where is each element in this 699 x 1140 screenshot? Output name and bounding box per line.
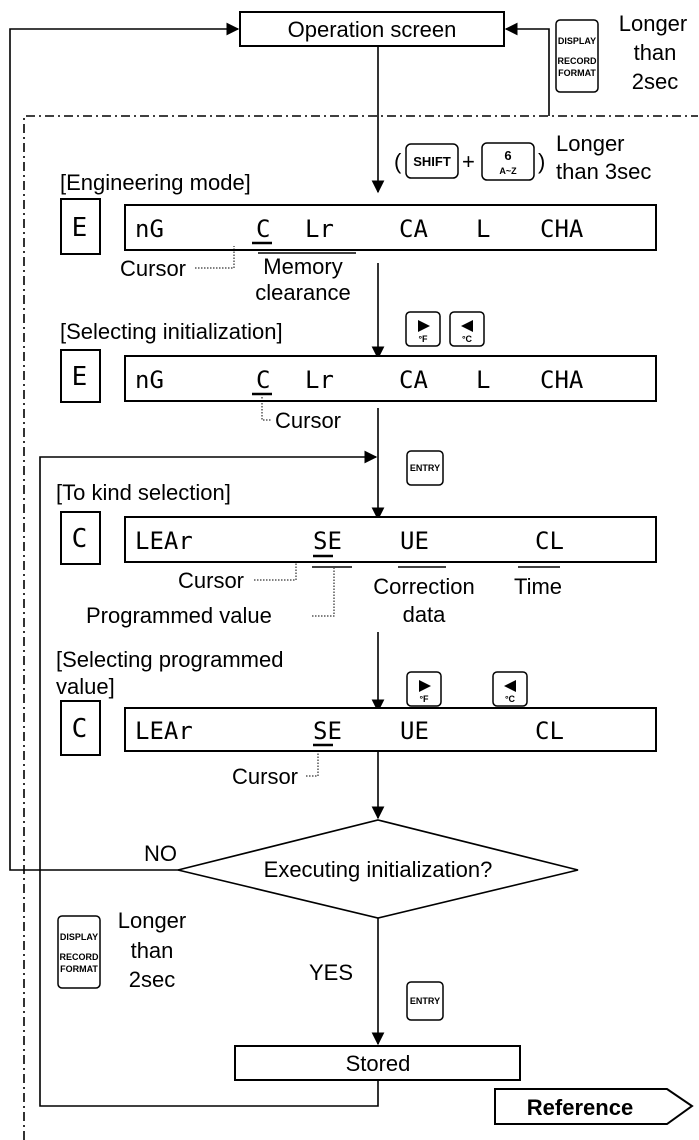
svg-text:C: C — [256, 215, 270, 243]
2sec-label-bottom: 2sec — [129, 967, 175, 992]
svg-text:CA: CA — [399, 366, 428, 394]
svg-text:CA: CA — [399, 215, 428, 243]
svg-text:Lr: Lr — [305, 215, 334, 243]
no-label: NO — [144, 841, 177, 866]
svg-text:E: E — [72, 362, 89, 392]
reference-tag[interactable]: Reference — [494, 1088, 694, 1125]
display-return-line — [504, 22, 550, 116]
svg-text:CHA: CHA — [540, 366, 584, 394]
selecting-init-title: [Selecting initialization] — [60, 319, 283, 344]
lcd-mode-C-2: C — [60, 700, 101, 756]
left-arrow-key-2: °C — [492, 671, 528, 707]
svg-text:(: ( — [394, 149, 402, 174]
lcd-display-selecting-init: nG C Lr CA L CHA — [124, 355, 657, 402]
svg-text:UE: UE — [400, 527, 429, 555]
svg-text:L: L — [476, 215, 490, 243]
cursor-label-2: Cursor — [275, 408, 341, 433]
svg-text:DISPLAY: DISPLAY — [558, 36, 596, 46]
correction-data-label: data — [403, 602, 447, 627]
svg-text:UE: UE — [400, 717, 429, 745]
svg-text:SE: SE — [313, 527, 342, 555]
svg-text:LEAr: LEAr — [135, 527, 193, 555]
memory-label: Memory — [263, 254, 342, 279]
shift-key: SHIFT — [405, 143, 459, 179]
right-arrow-key-2: °F — [406, 671, 442, 707]
svg-text:SE: SE — [313, 717, 342, 745]
svg-text:ENTRY: ENTRY — [410, 996, 440, 1006]
svg-text:°F: °F — [419, 694, 429, 704]
svg-text:C: C — [256, 366, 270, 394]
right-arrow-key-1: °F — [405, 311, 441, 347]
correction-label: Correction — [373, 574, 474, 599]
yes-label: YES — [309, 960, 353, 985]
longer-label-bottom: Longer — [118, 908, 187, 933]
cursor-label-1: Cursor — [120, 256, 186, 281]
cursor-label-4: Cursor — [232, 764, 298, 789]
left-arrow-key-1: °C — [449, 311, 485, 347]
svg-text:CL: CL — [535, 717, 564, 745]
operation-screen-label: Operation screen — [288, 17, 457, 42]
2sec-label-top: 2sec — [632, 69, 678, 94]
lcd-mode-C-1: C — [60, 511, 101, 565]
lcd-mode-E-1: E — [60, 198, 101, 255]
svg-text:Lr: Lr — [305, 366, 334, 394]
svg-text:nG: nG — [135, 366, 164, 394]
operation-screen-node: Operation screen — [239, 11, 505, 47]
decision-label: Executing initialization? — [264, 857, 493, 882]
svg-text:CHA: CHA — [540, 215, 584, 243]
svg-text:FORMAT: FORMAT — [60, 964, 98, 974]
svg-text:LEAr: LEAr — [135, 717, 193, 745]
than-label-top: than — [634, 40, 677, 65]
svg-text:C: C — [72, 714, 89, 744]
display-key-bottom: DISPLAY RECORD FORMAT — [57, 915, 101, 989]
svg-text:A~Z: A~Z — [499, 166, 517, 176]
svg-text:DISPLAY: DISPLAY — [60, 932, 98, 942]
svg-text:RECORD: RECORD — [59, 952, 99, 962]
svg-text:CL: CL — [535, 527, 564, 555]
reference-label: Reference — [527, 1095, 633, 1120]
selecting-prog-title-1: [Selecting programmed — [56, 647, 283, 672]
longer-label-top: Longer — [619, 11, 688, 36]
longer-label-shift: Longer — [556, 131, 625, 156]
clearance-label: clearance — [255, 280, 350, 305]
lcd-display-selecting-prog: LEAr SE UE CL — [124, 707, 657, 752]
kind-selection-title: [To kind selection] — [56, 480, 231, 505]
lcd-display-engineering: nG C Lr CA L CHA — [124, 204, 657, 251]
decision-diamond: Executing initialization? — [177, 819, 579, 919]
svg-text:L: L — [476, 366, 490, 394]
svg-text:C: C — [72, 524, 89, 554]
display-key-top: DISPLAY RECORD FORMAT — [555, 19, 599, 93]
engineering-mode-title: [Engineering mode] — [60, 170, 251, 195]
stored-label: Stored — [346, 1051, 411, 1076]
stored-node: Stored — [234, 1045, 521, 1081]
programmed-value-label: Programmed value — [86, 603, 272, 628]
key-6-az: 6 A~Z — [481, 142, 535, 181]
svg-text:FORMAT: FORMAT — [558, 68, 596, 78]
svg-text:+: + — [462, 149, 475, 174]
svg-text:°F: °F — [418, 334, 428, 344]
selecting-prog-title-2: value] — [56, 674, 115, 699]
entry-key-2: ENTRY — [406, 981, 444, 1021]
svg-text:°C: °C — [505, 694, 516, 704]
no-return-line — [9, 22, 240, 871]
svg-text:6: 6 — [504, 148, 511, 163]
svg-text:nG: nG — [135, 215, 164, 243]
time-label: Time — [514, 574, 562, 599]
svg-text:RECORD: RECORD — [557, 56, 597, 66]
cursor-label-3: Cursor — [178, 568, 244, 593]
svg-text:°C: °C — [462, 334, 473, 344]
svg-text:ENTRY: ENTRY — [410, 463, 440, 473]
lcd-display-kind-selection: LEAr SE UE CL — [124, 516, 657, 563]
than-3sec-label: than 3sec — [556, 159, 651, 184]
lcd-mode-E-2: E — [60, 349, 101, 403]
svg-text:E: E — [72, 213, 89, 243]
svg-text:SHIFT: SHIFT — [413, 154, 451, 169]
than-label-bottom: than — [131, 938, 174, 963]
entry-key-1: ENTRY — [406, 450, 444, 486]
svg-text:): ) — [538, 149, 545, 174]
stored-loop-line — [39, 450, 379, 1107]
